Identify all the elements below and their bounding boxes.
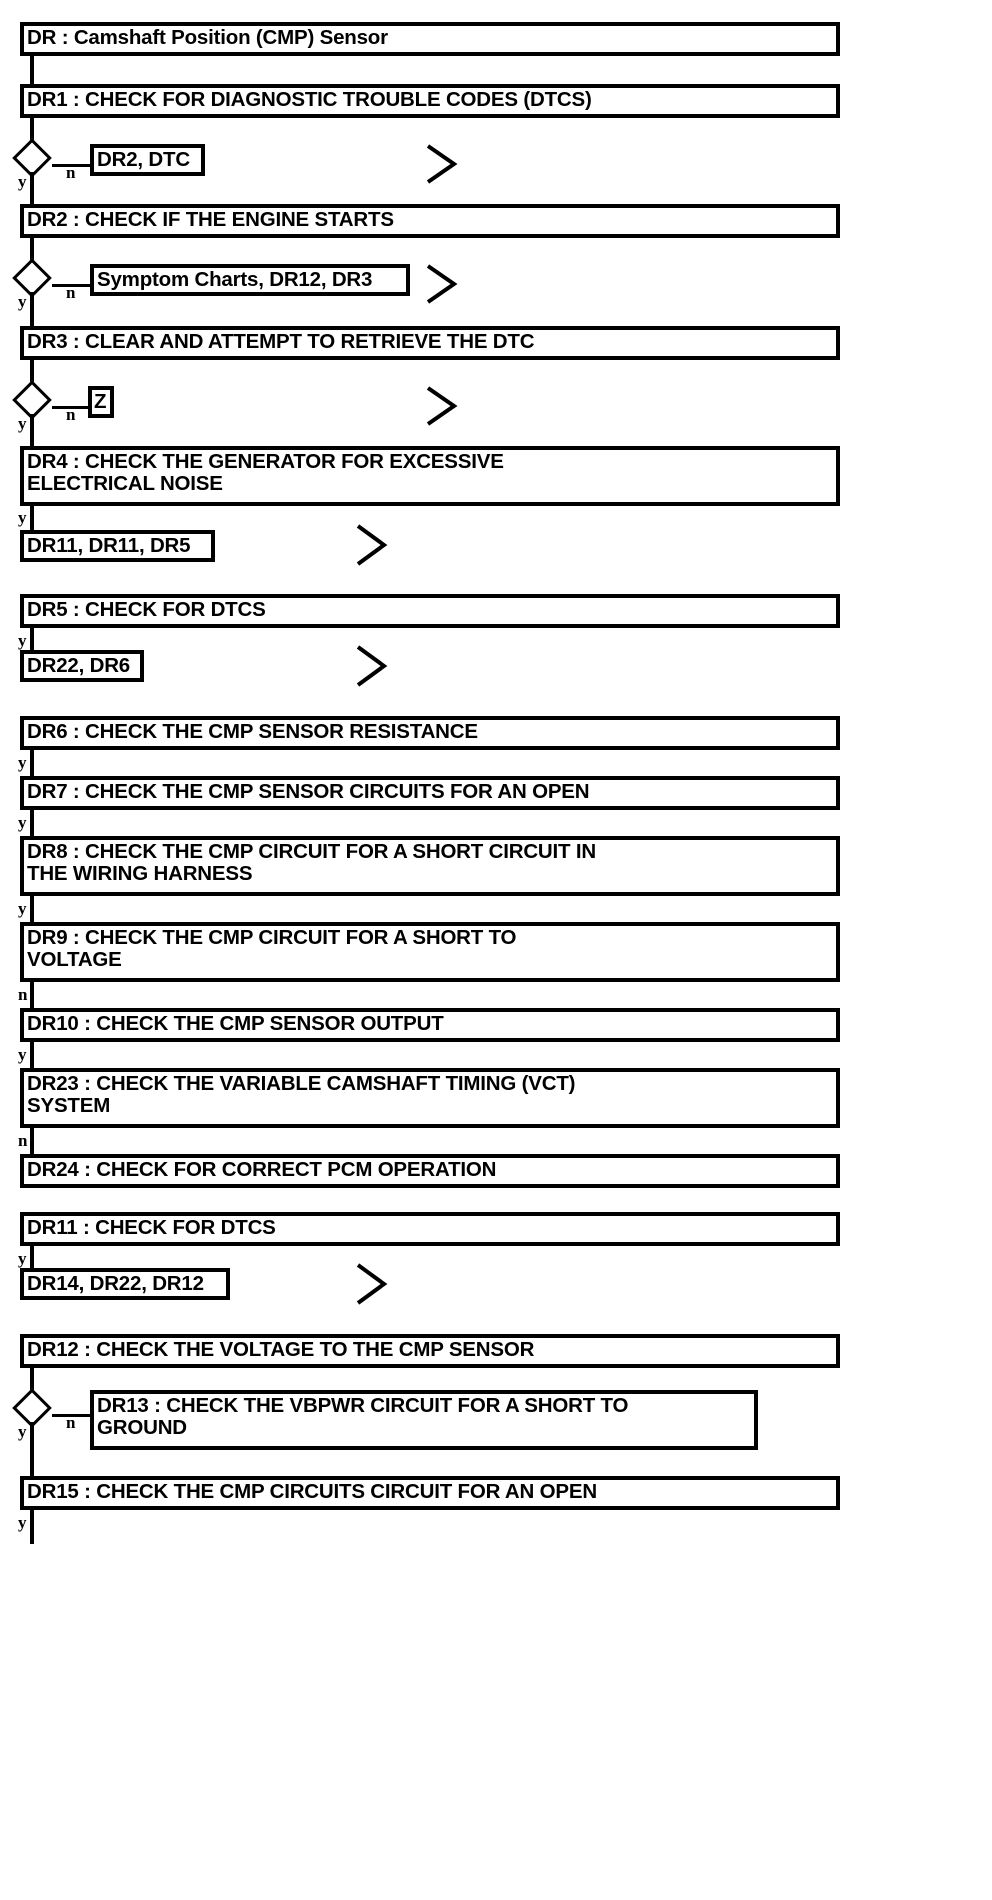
node-dr10[interactable]: DR10 : CHECK THE CMP SENSOR OUTPUT [20,1008,840,1042]
edge-label-dr11-yes: y [18,1249,27,1268]
edge-label-dr9-no: n [18,985,28,1004]
edge-label-branch1-yes: y [18,172,27,191]
connector-dr9-dr10 [30,982,34,1008]
edge-label-branch1-no: n [66,163,76,182]
edge-label-dr15-yes: y [18,1513,27,1532]
offpage-chevron-5 [354,643,394,689]
offpage-chevron-1 [424,142,464,186]
edge-label-dr6-yes: y [18,753,27,772]
edge-label-branch2-yes: y [18,292,27,311]
edge-label-branch12-no: n [66,1413,76,1432]
connector-branch3-ref3 [52,406,92,409]
edge-label-branch2-no: n [66,283,76,302]
node-dr4[interactable]: DR4 : CHECK THE GENERATOR FOR EXCESSIVE … [20,446,840,506]
connector-branch1-ref1 [52,164,92,167]
node-dr1[interactable]: DR1 : CHECK FOR DIAGNOSTIC TROUBLE CODES… [20,84,840,118]
node-ref-dr14-dr22-dr12[interactable]: DR14, DR22, DR12 [20,1268,230,1300]
node-root[interactable]: DR : Camshaft Position (CMP) Sensor [20,22,840,56]
connector-dr12-branch12 [30,1368,34,1396]
node-ref-symptom-charts[interactable]: Symptom Charts, DR12, DR3 [90,264,410,296]
node-ref-dr11-dr11-dr5[interactable]: DR11, DR11, DR5 [20,530,215,562]
node-dr11[interactable]: DR11 : CHECK FOR DTCS [20,1212,840,1246]
node-dr9[interactable]: DR9 : CHECK THE CMP CIRCUIT FOR A SHORT … [20,922,840,982]
connector-branch12-dr13 [52,1414,92,1417]
node-dr3[interactable]: DR3 : CLEAR AND ATTEMPT TO RETRIEVE THE … [20,326,840,360]
edge-label-dr5-yes: y [18,631,27,650]
edge-label-dr10-yes: y [18,1045,27,1064]
connector-dr2-branch2 [30,238,34,266]
connector-branch2-dr3 [30,292,34,328]
edge-label-branch12-yes: y [18,1422,27,1441]
connector-branch12-dr15 [30,1422,34,1476]
edge-label-branch3-yes: y [18,414,27,433]
connector-dr10-dr23 [30,1042,34,1068]
node-dr5[interactable]: DR5 : CHECK FOR DTCS [20,594,840,628]
connector-dr4-ref4 [30,506,34,532]
connector-root-dr1 [30,56,34,100]
node-dr15[interactable]: DR15 : CHECK THE CMP CIRCUITS CIRCUIT FO… [20,1476,840,1510]
connector-dr1-branch1 [30,118,34,146]
edge-label-dr7-yes: y [18,813,27,832]
offpage-chevron-3 [424,384,464,428]
connector-dr5-ref5 [30,628,34,652]
connector-dr6-dr7 [30,750,34,776]
connector-dr23-dr24 [30,1128,34,1154]
node-dr12[interactable]: DR12 : CHECK THE VOLTAGE TO THE CMP SENS… [20,1334,840,1368]
node-dr13[interactable]: DR13 : CHECK THE VBPWR CIRCUIT FOR A SHO… [90,1390,758,1450]
node-dr23[interactable]: DR23 : CHECK THE VARIABLE CAMSHAFT TIMIN… [20,1068,840,1128]
connector-branch2-ref2 [52,284,92,287]
offpage-chevron-2 [424,262,464,306]
edge-label-branch3-no: n [66,405,76,424]
edge-label-dr4-yes: y [18,508,27,527]
connector-branch1-dr2 [30,172,34,208]
node-dr2[interactable]: DR2 : CHECK IF THE ENGINE STARTS [20,204,840,238]
edge-label-dr8-yes: y [18,899,27,918]
connector-dr15-next [30,1510,34,1544]
node-ref-z[interactable]: Z [88,386,114,418]
node-dr24[interactable]: DR24 : CHECK FOR CORRECT PCM OPERATION [20,1154,840,1188]
node-ref-dr2-dtc[interactable]: DR2, DTC [90,144,205,176]
connector-dr11-ref6 [30,1246,34,1270]
offpage-chevron-6 [354,1261,394,1307]
node-dr6[interactable]: DR6 : CHECK THE CMP SENSOR RESISTANCE [20,716,840,750]
offpage-chevron-4 [354,522,394,568]
edge-label-dr23-no: n [18,1131,28,1150]
connector-branch3-dr4 [30,414,34,448]
connector-dr8-dr9 [30,896,34,922]
connector-dr3-branch3 [30,360,34,388]
node-dr7[interactable]: DR7 : CHECK THE CMP SENSOR CIRCUITS FOR … [20,776,840,810]
node-ref-dr22-dr6[interactable]: DR22, DR6 [20,650,144,682]
node-dr8[interactable]: DR8 : CHECK THE CMP CIRCUIT FOR A SHORT … [20,836,840,896]
connector-dr7-dr8 [30,810,34,836]
